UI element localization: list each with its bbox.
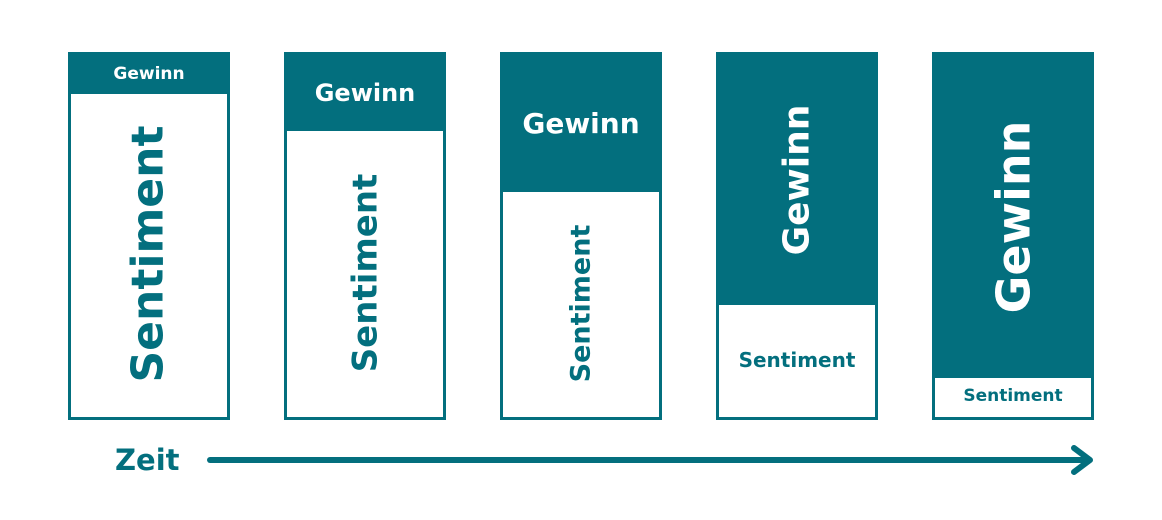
bar-2: Gewinn Sentiment [284,52,446,420]
gewinn-label: Gewinn [522,106,640,140]
sentiment-label: Sentiment [738,347,856,372]
sentiment-segment: Sentiment [719,302,875,417]
bar-5: Gewinn Sentiment [932,52,1094,420]
gewinn-segment: Gewinn [719,55,875,305]
sentiment-segment: Sentiment [935,375,1091,417]
gewinn-segment: Gewinn [503,55,659,192]
gewinn-segment: Gewinn [287,55,443,131]
sentiment-label: Sentiment [963,385,1063,406]
gewinn-label: Gewinn [314,79,416,107]
time-axis-label: Zeit [115,443,180,477]
gewinn-segment: Gewinn [935,55,1091,378]
gewinn-segment: Gewinn [71,55,227,94]
bar-4: Gewinn Sentiment [716,52,878,420]
bar-1: Gewinn Sentiment [68,52,230,420]
bar-3: Gewinn Sentiment [500,52,662,420]
gewinn-label: Gewinn [113,64,185,84]
